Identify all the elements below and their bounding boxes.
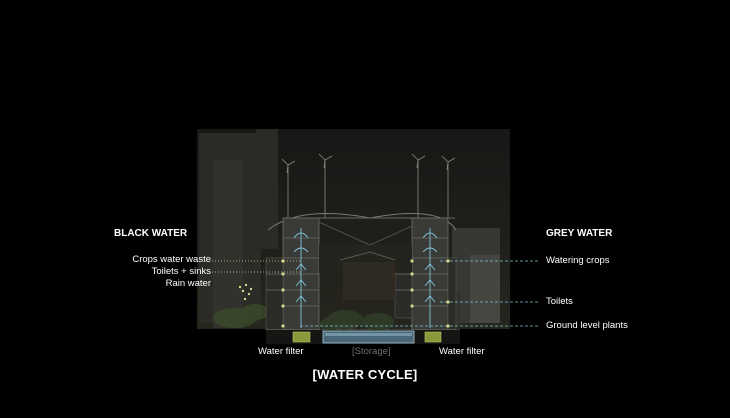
black-water-nodes xyxy=(281,259,450,328)
water-filter-right-label: Water filter xyxy=(439,346,485,357)
black-water-item-rain-water: Rain water xyxy=(165,278,211,289)
black-water-item-crops-water-waste: Crops water waste xyxy=(132,254,211,265)
storage-label: [Storage] xyxy=(352,346,391,357)
grey-water-risers xyxy=(293,228,438,328)
water-filter-left-label: Water filter xyxy=(258,346,304,357)
black-water-item-toilets-sinks: Toilets + sinks xyxy=(151,266,211,277)
foliage-left xyxy=(213,304,269,328)
diagram-caption: [WATER CYCLE] xyxy=(312,367,418,382)
storage-tank xyxy=(322,330,415,344)
sprout-dots xyxy=(238,283,253,301)
grey-water-item-toilets: Toilets xyxy=(546,296,573,307)
grey-water-title: GREY WATER xyxy=(546,228,613,239)
black-water-title: BLACK WATER xyxy=(114,228,188,239)
water-filter-right-box xyxy=(424,331,442,343)
wind-turbines xyxy=(281,153,456,218)
background-buildings xyxy=(199,129,500,328)
water-filter-left-box xyxy=(292,331,311,343)
grey-water-item-watering-crops: Watering crops xyxy=(546,255,610,266)
grey-water-item-ground-level-plants: Ground level plants xyxy=(546,320,628,331)
grey-water-leaders xyxy=(300,260,540,327)
